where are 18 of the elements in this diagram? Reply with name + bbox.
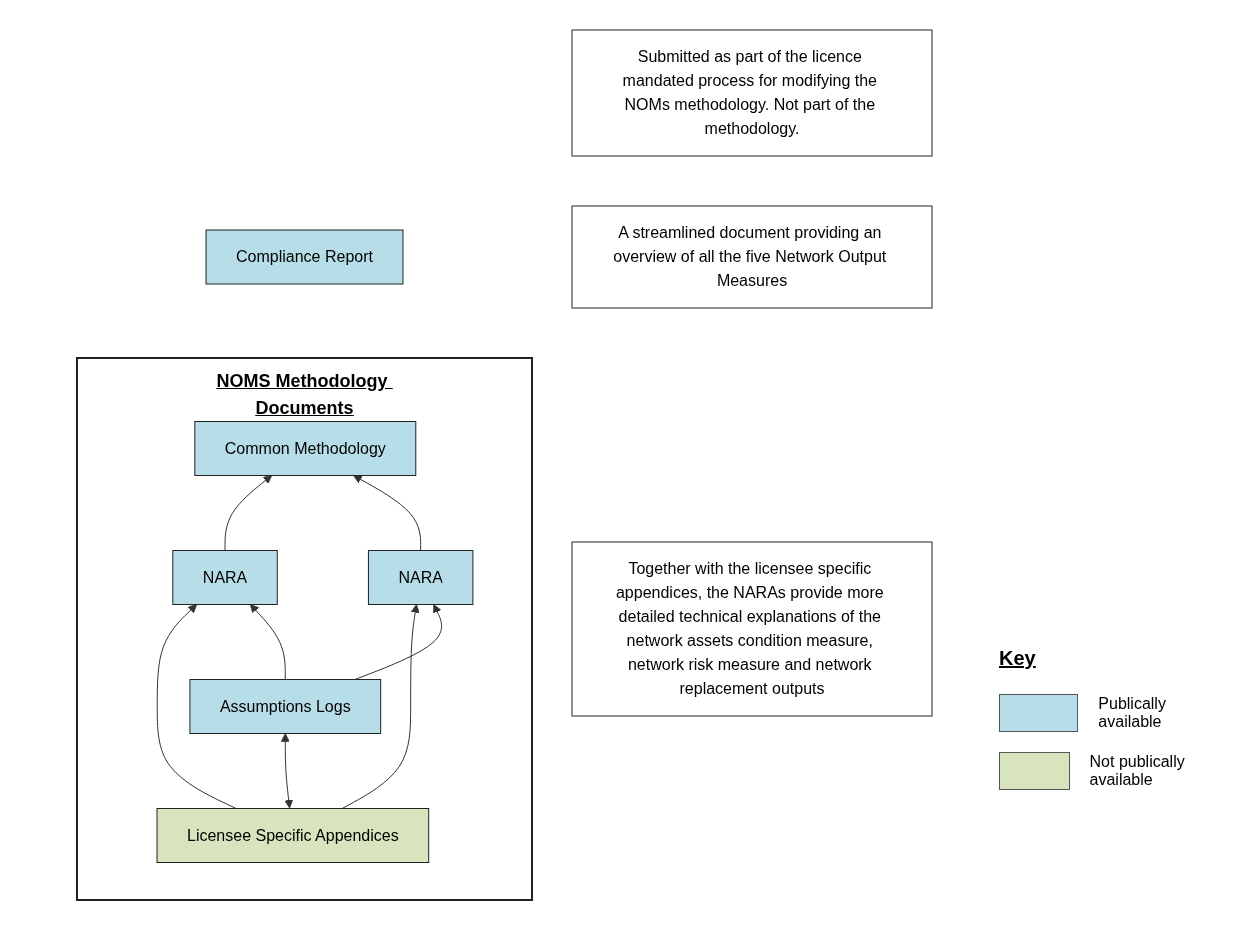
arrow — [353, 475, 422, 551]
legend-text: Publically available — [1098, 695, 1167, 731]
legend-text: Not publically available — [1089, 753, 1186, 789]
node-box: NARA — [172, 550, 278, 605]
arrow — [224, 475, 273, 551]
node-box: Assumptions Logs — [189, 679, 382, 734]
arrow — [341, 604, 420, 809]
node-box: Common Methodology — [194, 421, 417, 476]
arrow — [249, 604, 286, 680]
node-box: Licensee Specific Appendices — [156, 808, 430, 863]
node-box: Compliance Report — [205, 229, 404, 285]
node-box: Submitted as part of the licence mandated process for modifying the NOMs methodology. Not part of the methodology. — [571, 29, 933, 157]
arrow — [156, 604, 237, 809]
node-box: NARA — [367, 550, 474, 605]
node-box: Together with the licensee specific appendices, the NARAs provide more detailed technical explanations of the network assets condition measure, network risk measure and network replacement outputs — [571, 541, 933, 717]
legend-heading: Key — [999, 647, 1037, 670]
node-box: A streamlined document providing an overview of all the five Network Output Measures — [571, 205, 933, 309]
arrow — [280, 733, 294, 809]
